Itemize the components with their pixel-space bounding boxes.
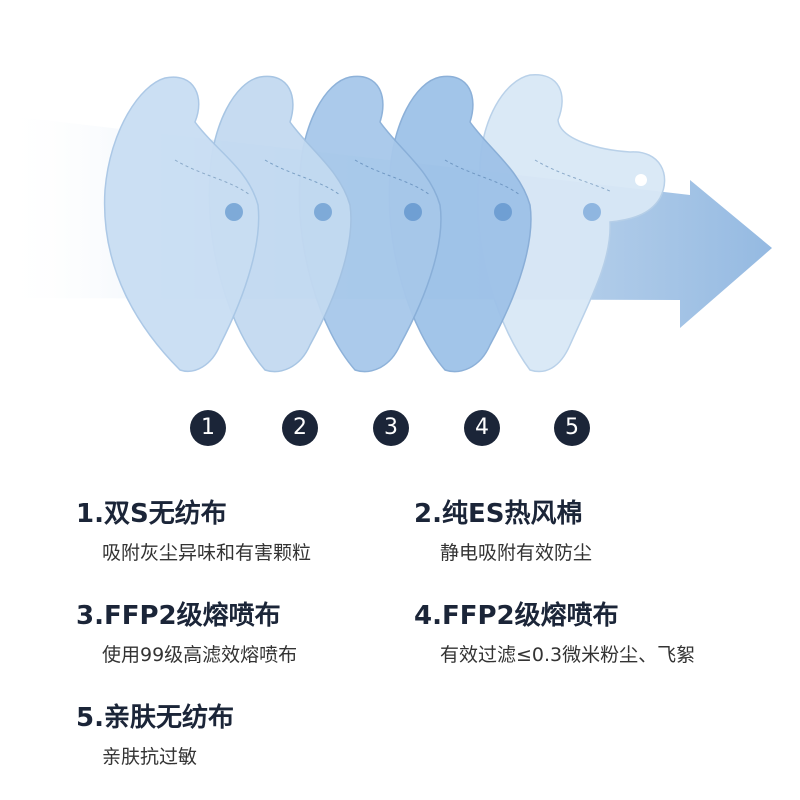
mask-layer-1 (103, 76, 260, 372)
layer-dot (314, 203, 332, 221)
feature-title: 5.亲肤无纺布 (76, 703, 234, 733)
layer-badge-2: 2 (282, 410, 318, 446)
layer-badge-5: 5 (554, 410, 590, 446)
feature-title: 2.纯ES热风棉 (414, 499, 583, 529)
layer-dot (404, 203, 422, 221)
layer-badge-4: 4 (464, 410, 500, 446)
feature-title: 3.FFP2级熔喷布 (76, 601, 281, 631)
feature-title: 1.双S无纺布 (76, 499, 227, 529)
mask-layers-illustration (0, 74, 772, 373)
feature-layer-4: 4.FFP2级熔喷布 有效过滤≤0.3微米粉尘、飞絮 (414, 600, 774, 668)
feature-description: 使用99级高滤效熔喷布 (102, 644, 298, 666)
feature-layer-3: 3.FFP2级熔喷布 使用99级高滤效熔喷布 (76, 600, 436, 668)
layer-dot (225, 203, 243, 221)
feature-layer-2: 2.纯ES热风棉 静电吸附有效防尘 (414, 498, 774, 566)
feature-title: 4.FFP2级熔喷布 (414, 601, 619, 631)
feature-description: 亲肤抗过敏 (102, 746, 198, 768)
feature-description: 吸附灰尘异味和有害颗粒 (102, 542, 312, 564)
layer-badge-3: 3 (373, 410, 409, 446)
layer-dot (494, 203, 512, 221)
layer-badge-1: 1 (190, 410, 226, 446)
feature-layer-1: 1.双S无纺布 吸附灰尘异味和有害颗粒 (76, 498, 436, 566)
mask-layer-3 (298, 75, 442, 373)
feature-layer-5: 5.亲肤无纺布 亲肤抗过敏 (76, 702, 436, 770)
mask-layer-5 (477, 74, 666, 373)
mask-layer-4 (388, 75, 532, 373)
feature-description: 有效过滤≤0.3微米粉尘、飞絮 (440, 644, 696, 666)
layer-dot (583, 203, 601, 221)
feature-description: 静电吸附有效防尘 (440, 542, 593, 564)
mask-layer-2 (208, 75, 352, 373)
ear-loop-hole (635, 174, 647, 186)
mask-layer-icon (477, 74, 666, 373)
